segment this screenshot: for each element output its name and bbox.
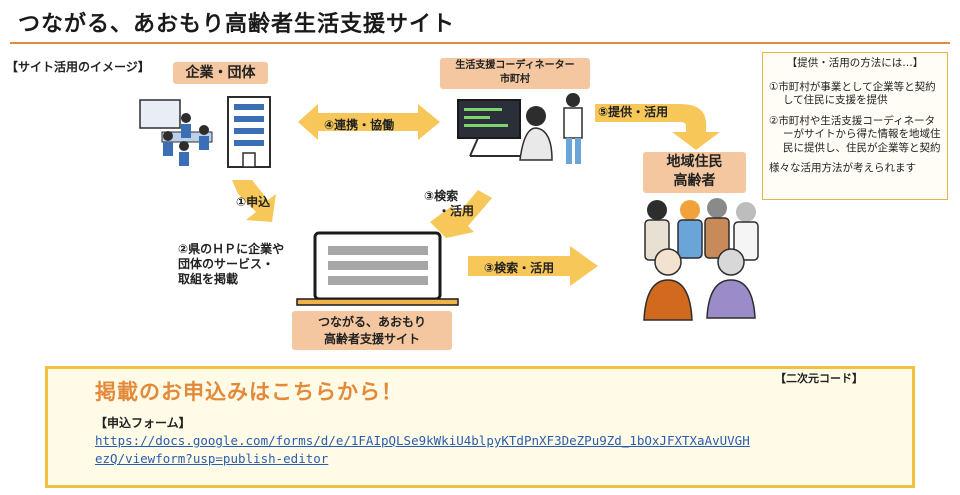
apply-title: 掲載のお申込みはこちらから！ <box>95 380 403 404</box>
form-label: 【申込フォーム】 <box>95 416 191 430</box>
meeting-illustration <box>139 99 213 166</box>
residents-illustration <box>643 198 759 321</box>
coordination-arrow <box>298 104 440 140</box>
step-publish-label: ②県のＨＰに企業や 団体のサービス・ 取組を掲載 <box>178 242 284 287</box>
callout-item-2: ②市町村や生活支援コーディネーターがサイトから得た情報を地域住民に提供し、住民が… <box>769 114 941 154</box>
search-arrow-up <box>430 190 492 238</box>
building-icon <box>227 96 271 168</box>
apply-panel <box>45 366 915 488</box>
step-search-up-line1: ③検索 <box>424 189 459 203</box>
step-apply-label: ①申込 <box>236 195 271 209</box>
site-label-line2: 高齢者支援サイト <box>323 332 420 346</box>
title-divider <box>10 42 950 44</box>
coordinator-label-line2: 市町村 <box>500 74 530 85</box>
search-arrow-right <box>468 246 598 286</box>
step-search-up-label: ③検索 ・活用 <box>424 189 474 219</box>
step-publish-line2: 団体のサービス・ <box>178 257 275 271</box>
step-publish-line1: ②県のＨＰに企業や <box>178 242 285 256</box>
methods-callout: 【提供・活用の方法には…】 ①市町村が事業として企業等と契約して住民に支援を提供… <box>762 52 948 200</box>
step-provide-label: ⑤提供・活用 <box>598 105 669 119</box>
site-label-line1: つながる、あおもり <box>317 315 426 329</box>
company-label: 企業・団体 <box>173 62 268 84</box>
qr-label: 【二次元コード】 <box>775 372 863 385</box>
form-link[interactable]: https://docs.google.com/forms/d/e/1FAIpQ… <box>95 433 750 466</box>
section-label: 【サイト活用のイメージ】 <box>6 60 150 74</box>
callout-heading: 【提供・活用の方法には…】 <box>786 57 924 69</box>
step-publish-line3: 取組を掲載 <box>178 272 239 286</box>
site-label: つながる、あおもり 高齢者支援サイト <box>292 311 452 350</box>
apply-arrow <box>232 180 276 222</box>
callout-note: 様々な活用方法が考えられます <box>769 162 916 174</box>
residents-label-line1: 地域住民 <box>666 154 723 170</box>
step-search-right-label: ③検索・活用 <box>484 261 555 275</box>
step-search-up-line2: ・活用 <box>438 204 475 218</box>
laptop-illustration <box>296 231 459 306</box>
coordinator-label-line1: 生活支援コーディネーター <box>455 60 575 71</box>
residents-label: 地域住民 高齢者 <box>643 152 746 193</box>
provide-arrow <box>595 104 720 150</box>
callout-item-1: ①市町村が事業として企業等と契約して住民に支援を提供 <box>769 80 936 107</box>
coordinator-label: 生活支援コーディネーター 市町村 <box>440 58 590 89</box>
page-title: つながる、あおもり高齢者生活支援サイト <box>18 12 456 37</box>
step-coordination-label: ④連携・協働 <box>324 118 395 132</box>
coordinator-illustration <box>457 93 583 164</box>
residents-label-line2: 高齢者 <box>673 173 716 189</box>
